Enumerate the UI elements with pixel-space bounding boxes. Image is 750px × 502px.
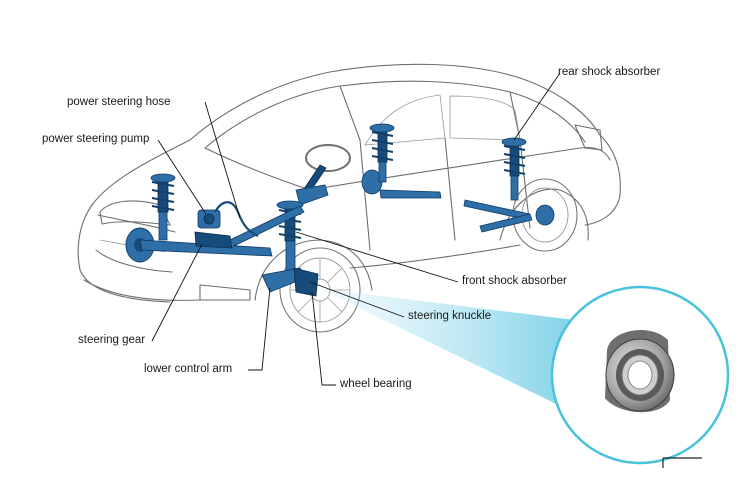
label-rear-shock-absorber: rear shock absorber xyxy=(558,66,661,78)
rear-left-shock xyxy=(369,123,442,199)
label-steering-gear: steering gear xyxy=(78,334,146,346)
label-lower-control-arm: lower control arm xyxy=(144,363,233,375)
label-power-steering-hose: power steering hose xyxy=(67,96,171,108)
steering-knuckle-part xyxy=(293,267,319,297)
steering-gear-rack xyxy=(139,205,305,257)
front-left-strut xyxy=(150,173,176,241)
label-front-shock-absorber: front shock absorber xyxy=(462,275,567,287)
label-power-steering-pump: power steering pump xyxy=(42,133,150,145)
leader-lines xyxy=(151,72,561,386)
rear-right-shock xyxy=(463,137,533,233)
steering-wheel xyxy=(295,144,351,206)
wheel-bearing-closeup xyxy=(605,329,675,413)
callout-beam xyxy=(318,288,590,418)
label-steering-knuckle: steering knuckle xyxy=(408,310,492,322)
label-wheel-bearing: wheel bearing xyxy=(340,378,412,390)
front-wheel xyxy=(279,247,361,333)
power-steering-pump-part xyxy=(197,209,221,229)
corner-mark xyxy=(662,457,702,468)
